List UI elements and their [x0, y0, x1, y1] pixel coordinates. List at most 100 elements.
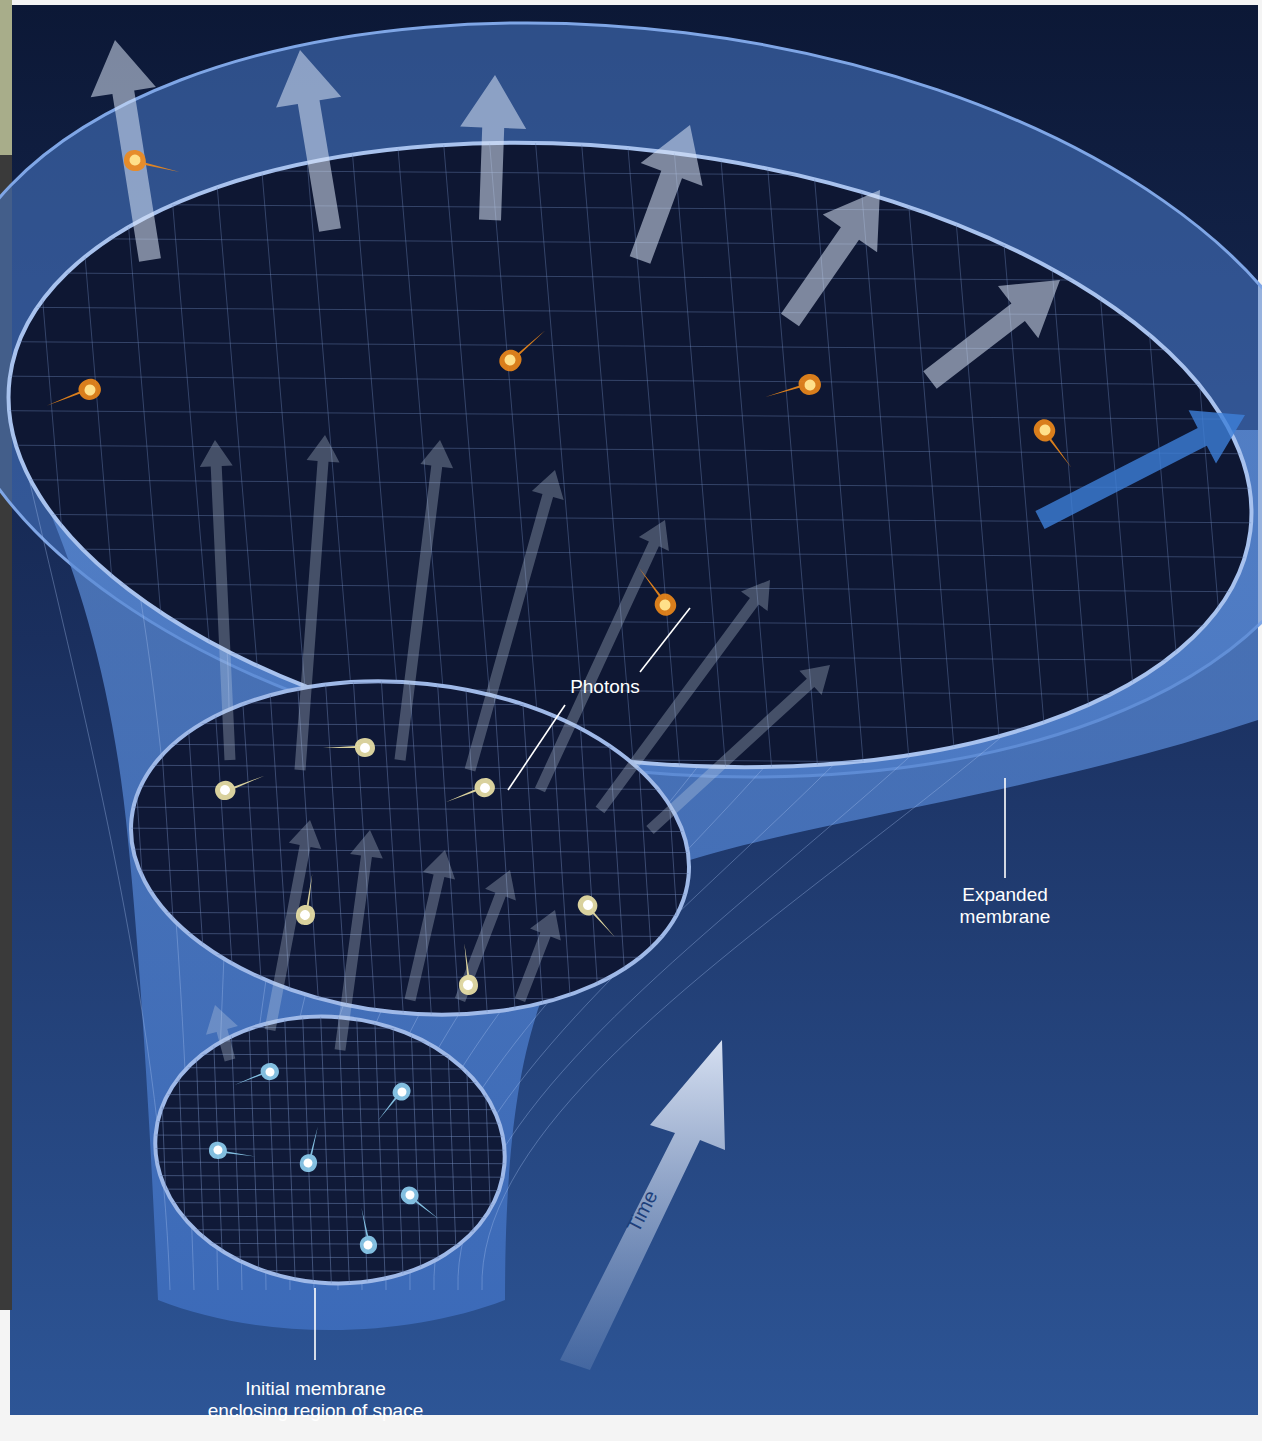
- photon-body: [442, 775, 497, 811]
- grid-line: [0, 411, 1262, 420]
- photon-body: [397, 1183, 444, 1226]
- expansion-arrow: [455, 870, 516, 1002]
- grid-line: [100, 954, 720, 958]
- grid-line: [140, 1176, 520, 1178]
- grid-line: [0, 514, 1262, 523]
- grid-line: [0, 549, 1262, 558]
- photon: [213, 767, 268, 803]
- photon-core: [264, 1066, 276, 1078]
- photon-core: [502, 352, 517, 367]
- grid-line: [140, 1243, 520, 1245]
- photon: [574, 892, 622, 944]
- photon-core: [581, 898, 595, 912]
- photon-body: [298, 1124, 327, 1174]
- membrane-grid: [100, 660, 741, 1042]
- grid-line: [992, 100, 1052, 820]
- photon-core: [479, 782, 492, 795]
- grid-line: [492, 660, 517, 1040]
- grid-line: [100, 1017, 720, 1021]
- leader-lines: [315, 608, 1005, 1360]
- photon: [495, 323, 552, 376]
- leader-line: [314, 1288, 316, 1360]
- expansion-arrow: [276, 50, 341, 232]
- grid-line: [1038, 100, 1098, 820]
- photon-core: [302, 1157, 313, 1168]
- callout-label: Photons: [545, 676, 665, 698]
- photon-core: [363, 1240, 373, 1250]
- grid-line: [248, 1000, 260, 1300]
- photon: [294, 872, 322, 927]
- grid-line: [0, 100, 40, 820]
- photon: [353, 1206, 378, 1255]
- photon: [397, 1183, 444, 1226]
- photon-core: [299, 909, 311, 921]
- grid-line: [0, 135, 1262, 144]
- grid-line: [900, 100, 960, 820]
- expansion-arrows: [91, 40, 1245, 529]
- grid-line: [194, 1000, 206, 1300]
- grid-line: [140, 1108, 520, 1110]
- grid-line: [100, 744, 720, 748]
- grid-line: [946, 100, 1006, 820]
- grid-line: [140, 1162, 520, 1164]
- expansion-arrow: [200, 440, 236, 760]
- photon-core: [1037, 422, 1052, 437]
- expansion-arrow: [460, 75, 526, 220]
- photon: [1030, 415, 1080, 474]
- grid-line: [0, 342, 1262, 351]
- photon: [43, 376, 104, 415]
- leader-line: [508, 705, 565, 790]
- grid-line: [140, 1095, 520, 1097]
- callout-label: Expanded membrane: [935, 884, 1075, 928]
- grid-line: [100, 786, 720, 790]
- grid-line: [518, 1000, 530, 1300]
- photon: [323, 738, 375, 757]
- photon-body: [231, 1060, 281, 1092]
- grid-line: [140, 1081, 520, 1083]
- grid-line: [284, 1000, 296, 1300]
- expansion-arrow: [206, 1005, 238, 1061]
- grid-line: [140, 1068, 520, 1070]
- grid-line: [176, 1000, 188, 1300]
- grid-line: [100, 807, 720, 811]
- grid-line: [688, 660, 713, 1040]
- grid-line: [140, 1189, 520, 1191]
- grid-line: [0, 307, 1262, 316]
- photon-core: [128, 153, 141, 166]
- grid-line: [266, 1000, 278, 1300]
- expansion-arrow: [630, 125, 703, 264]
- photon: [371, 1079, 414, 1126]
- grid-line: [0, 376, 1262, 385]
- membrane-grid: [0, 100, 1262, 820]
- grid-line: [100, 828, 720, 832]
- photon-core: [213, 1145, 223, 1155]
- grid-line: [230, 1000, 242, 1300]
- grid-line: [0, 273, 1262, 282]
- grid-line: [140, 1230, 520, 1232]
- grid-line: [72, 100, 132, 820]
- grid-line: [1222, 100, 1262, 820]
- photon-core: [360, 743, 370, 753]
- photon-body: [294, 872, 322, 927]
- grid-line: [0, 652, 1262, 661]
- photon-body: [323, 738, 375, 757]
- grid-line: [1084, 100, 1144, 820]
- expansion-arrow: [781, 190, 880, 326]
- expanded-membrane: [0, 76, 1262, 834]
- photon-core: [657, 597, 672, 612]
- time-arrow: [560, 1040, 725, 1370]
- leader-line: [1004, 778, 1006, 878]
- photon: [298, 1124, 327, 1174]
- grid-line: [140, 1000, 152, 1300]
- membrane-grid: [140, 1000, 530, 1300]
- grid-line: [604, 660, 629, 1040]
- grid-line: [0, 445, 1262, 454]
- grid-line: [716, 100, 776, 820]
- photon-body: [43, 376, 104, 415]
- grid-line: [0, 238, 1262, 247]
- photon-body: [455, 942, 478, 995]
- callout-label: Initial membrane enclosing region of spa…: [205, 1378, 426, 1422]
- photon-body: [763, 372, 824, 407]
- edge-strip: [0, 0, 12, 155]
